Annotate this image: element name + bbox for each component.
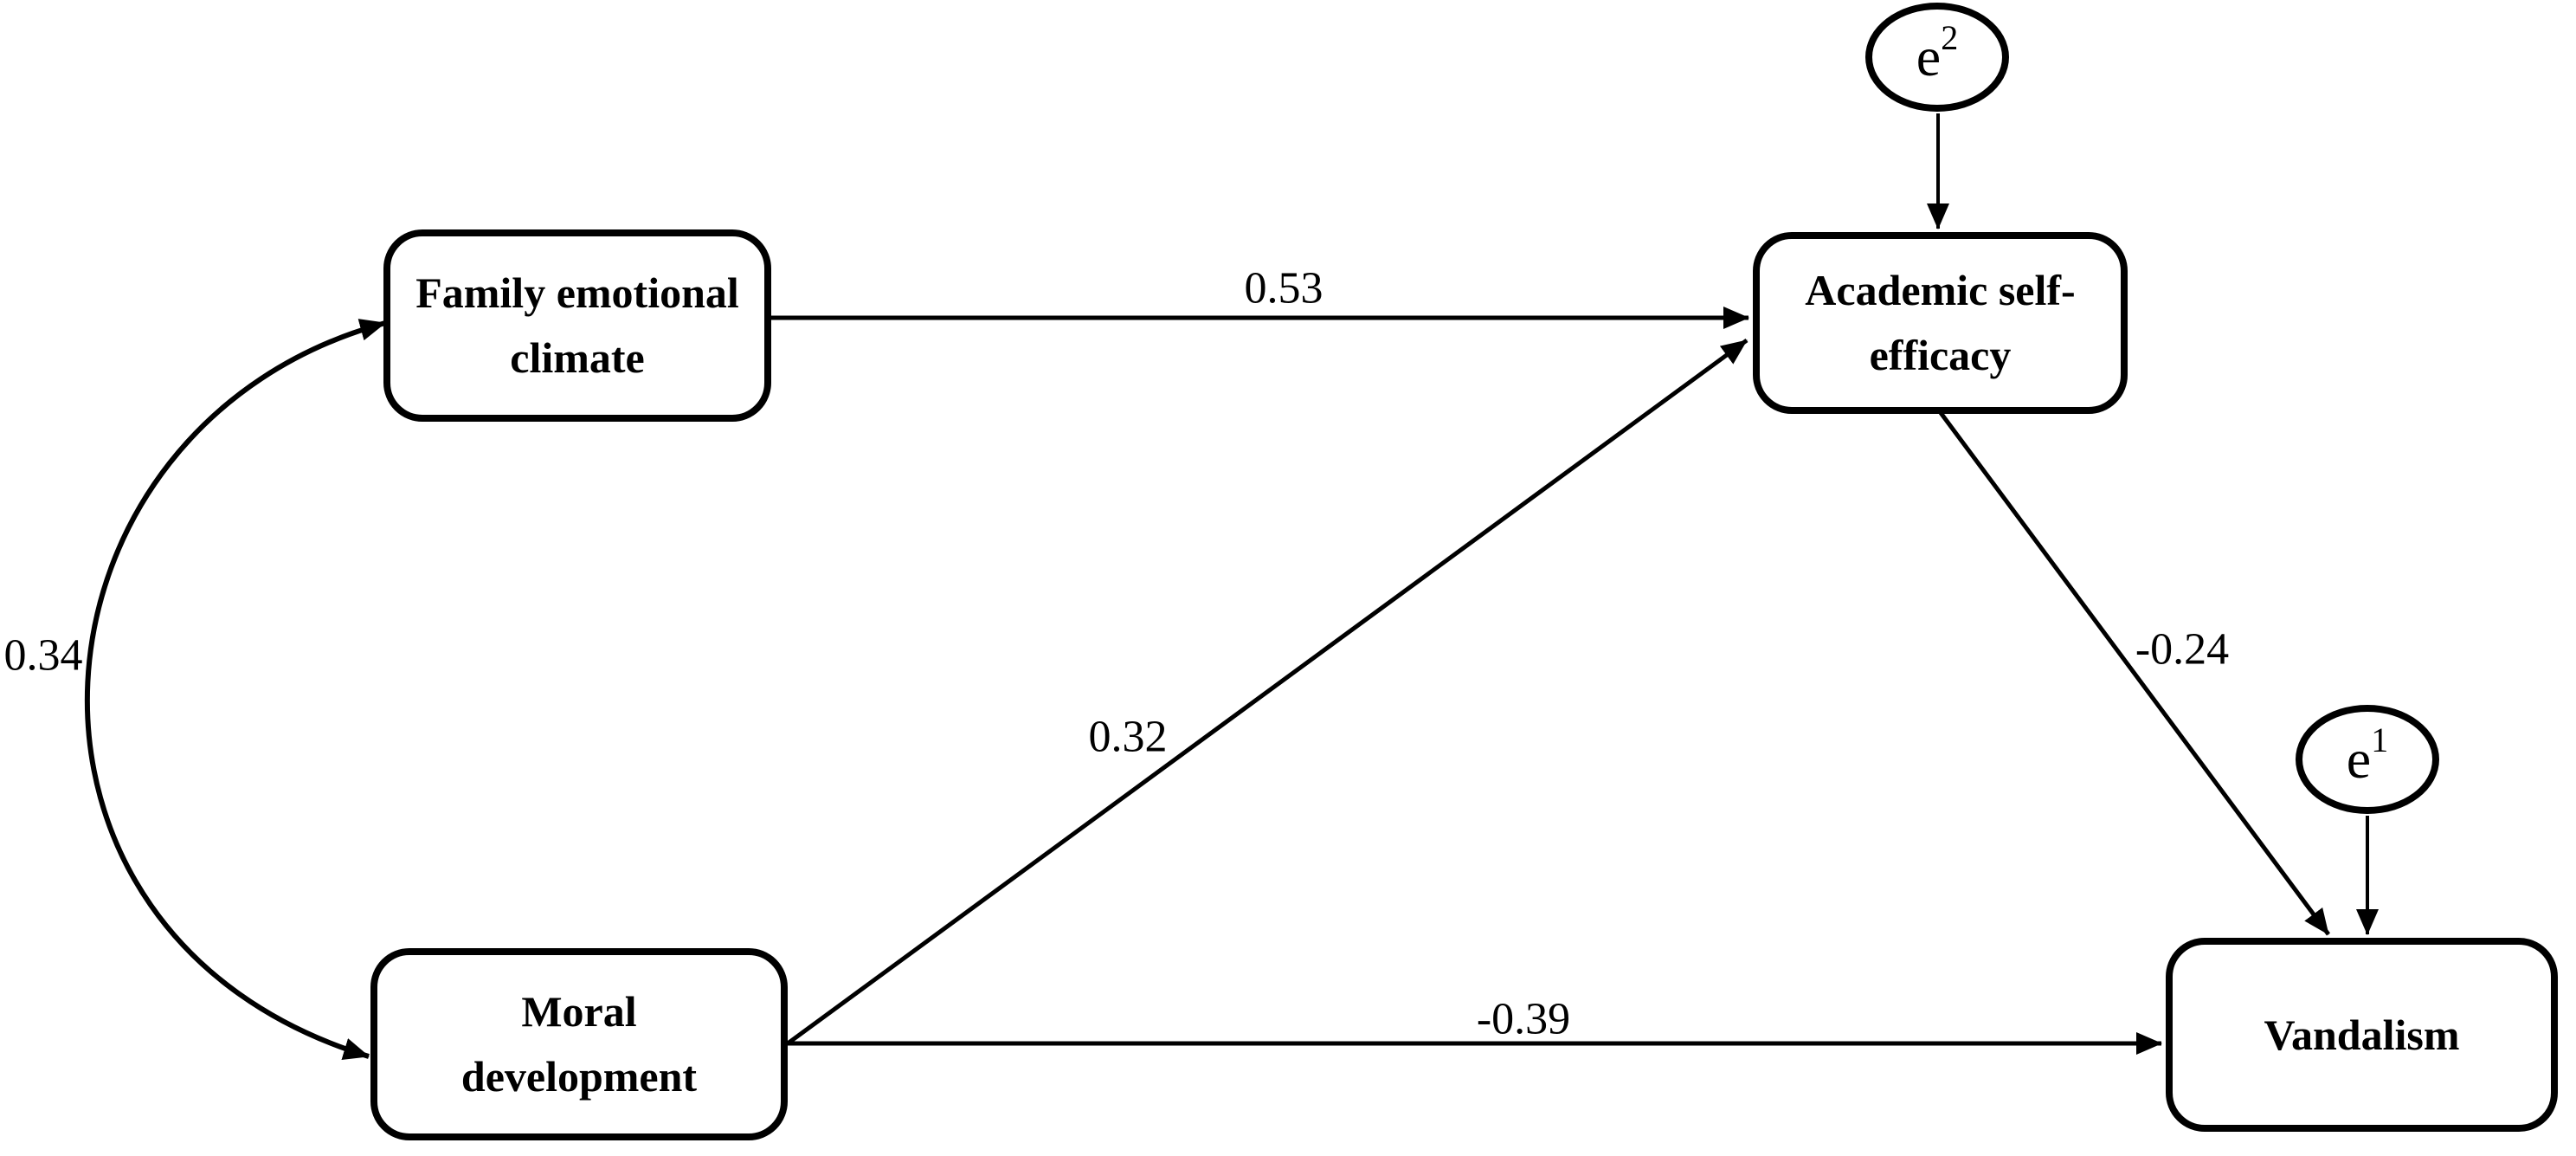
node-academic-self-efficacy: Academic self- efficacy (1753, 232, 2128, 414)
covariance-arrow-fec-md (84, 319, 386, 1060)
node-label-line: Moral (521, 987, 637, 1036)
node-label-line: Academic self- (1805, 266, 2076, 314)
node-label-line: Vandalism (2264, 1010, 2460, 1059)
node-label-line: climate (510, 333, 645, 382)
covariance-coefficient-fec-md: 0.34 (3, 630, 83, 681)
error-term-label: e (2346, 728, 2372, 790)
node-moral-development: Moral development (370, 948, 788, 1140)
error-term-label: e (1916, 26, 1942, 87)
node-family-emotional-climate: Family emotional climate (383, 229, 771, 422)
path-coefficient-md-ase: 0.32 (1088, 712, 1168, 762)
path-coefficient-fec-ase: 0.53 (1244, 263, 1323, 313)
path-arrow-ase-van (1936, 409, 2331, 936)
path-coefficient-md-van: -0.39 (1476, 994, 1571, 1044)
node-label-line: Family emotional (415, 268, 739, 317)
node-vandalism: Vandalism (2166, 938, 2558, 1132)
path-arrow-md-ase (786, 338, 1748, 1046)
node-label-line: efficacy (1869, 331, 2012, 379)
node-label-line: development (460, 1052, 698, 1101)
path-coefficient-ase-van: -0.24 (2135, 624, 2230, 675)
